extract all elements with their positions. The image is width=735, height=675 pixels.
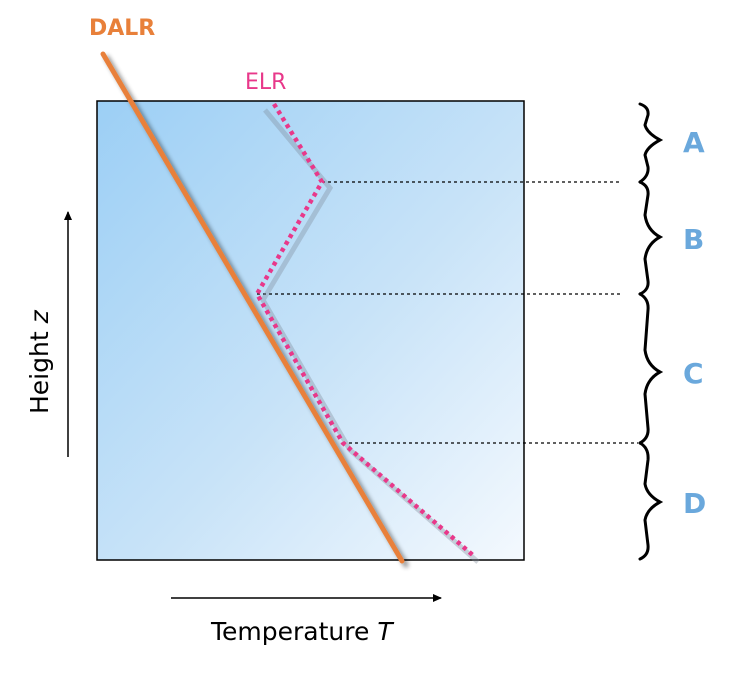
elr-line — [254, 102, 477, 559]
brace-layer-b — [638, 180, 664, 296]
height-axis-label: Height z — [25, 309, 54, 414]
atmosphere-panel — [96, 100, 525, 561]
brace-layer-d — [638, 441, 664, 561]
layer-label-b: B — [683, 223, 704, 256]
layer-label-c: C — [683, 357, 704, 390]
brace-layer-c — [638, 292, 664, 445]
layer-label-a: A — [683, 126, 705, 159]
elr-label: ELR — [245, 70, 286, 95]
temperature-axis-label: Temperature T — [210, 617, 394, 646]
dalr-line — [100, 51, 405, 564]
dalr-label: DALR — [89, 16, 155, 41]
layer-label-d: D — [683, 487, 706, 520]
brace-layer-a — [638, 102, 664, 184]
